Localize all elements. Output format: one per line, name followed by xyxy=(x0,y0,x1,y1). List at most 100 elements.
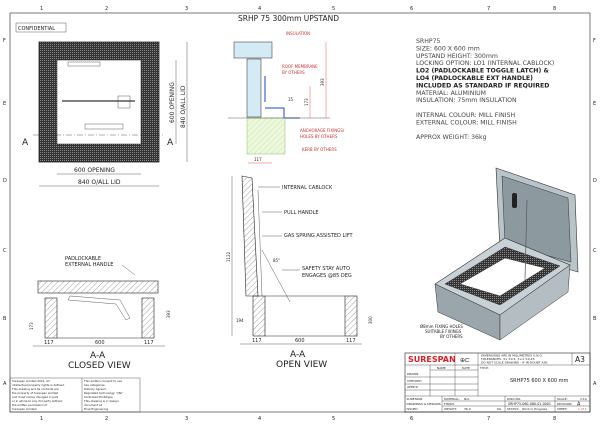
column-marker: 2 xyxy=(105,416,108,422)
plan-view: A A 600 OPENING 840 O/ALL LID 600 OPENIN… xyxy=(22,41,188,187)
column-markers-bottom: 1 2 3 4 5 6 7 8 xyxy=(40,416,556,422)
spec-line: MATERIAL: ALUMINIUM xyxy=(416,90,486,97)
open-view-title: A-A xyxy=(290,350,306,360)
open-view-subtitle: OPEN VIEW xyxy=(276,360,327,370)
material-label: MATERIAL: xyxy=(444,397,460,401)
weight-value: 36.0 xyxy=(464,407,471,411)
brand-logo: SURESPAN xyxy=(408,355,456,364)
dim-opening-width: 600 OPENING xyxy=(74,167,115,174)
row-marker: F xyxy=(593,38,596,44)
open-section-view: INTERNAL CABLOCK PULL HANDLE GAS SPRING … xyxy=(226,175,373,370)
column-marker: 7 xyxy=(487,416,490,422)
dim-117-left: 117 xyxy=(252,338,262,344)
tolerance-note: TOLERANCES: ±x ±0.5, ±x.x ±0.25 xyxy=(480,357,535,361)
row-marker: E xyxy=(3,101,6,107)
closed-view-title: A-A xyxy=(90,351,106,361)
column-marker: 5 xyxy=(332,6,335,12)
dim-overall-height: 840 O/ALL LID xyxy=(180,85,187,128)
dwg-no-label: DWG NO. xyxy=(507,397,521,401)
confidential-label: CONFIDENTIAL xyxy=(18,26,55,32)
tolerance-note: DO NOT SCALE DRAWING - IF IN DOUBT ASK xyxy=(481,361,548,365)
revision-value: A xyxy=(577,402,581,408)
column-marker: 5 xyxy=(332,416,335,422)
row-marker: D xyxy=(3,178,7,184)
dim-1122: 1122 xyxy=(226,251,231,262)
dim-overall-width: 840 O/ALL LID xyxy=(78,179,121,186)
column-marker: 8 xyxy=(553,6,556,12)
spec-line: UPSTAND HEIGHT: 300mm xyxy=(416,53,498,60)
legal-line: This drawing is in design xyxy=(83,399,119,403)
column-marker: 3 xyxy=(185,6,188,12)
scale-value: 1:10 xyxy=(580,397,587,401)
column-marker: 1 xyxy=(40,416,43,422)
scale-label: SCALE: xyxy=(557,397,568,401)
col-name: NAME xyxy=(437,366,446,370)
upstand-detail: SRHP 75 300mm UPSTAND INSULATION ROOF ME… xyxy=(228,14,345,164)
spec-line: LO2 (PADLOCKABLE TOGGLE LATCH) & xyxy=(416,68,549,75)
column-marker: 3 xyxy=(185,416,188,422)
finish-label: FINISH: xyxy=(444,402,455,406)
roof-membrane-label: BY OTHERS xyxy=(282,70,305,75)
weight-label: WEIGHT: xyxy=(444,407,457,411)
drawing-title: SRHP75 600 X 600 mm xyxy=(510,378,569,384)
legal-line: This drawing and its contents are xyxy=(11,387,59,391)
closed-view-subtitle: CLOSED VIEW xyxy=(68,361,131,371)
status-label: STATUS: xyxy=(507,407,519,411)
dwg-no: SRHP75-060-060-01-0001 xyxy=(508,402,551,406)
angle-label: 85° xyxy=(273,258,280,263)
kerb-label: KERB BY OTHERS xyxy=(302,147,337,152)
legal-line: Controlled Prototype xyxy=(84,395,113,399)
row-marker: C xyxy=(3,248,7,254)
dim-393: 393 xyxy=(320,78,325,86)
dim-600: 600 xyxy=(295,338,305,344)
closed-section-view: PADLOCKABLE EXTERNAL HANDLE 117 600 117 … xyxy=(29,256,171,371)
section-marker: A xyxy=(167,138,174,148)
safety-stay-label: ENGAGES @85 DEG xyxy=(302,273,352,279)
col-date: DATE xyxy=(462,366,470,370)
handle-label: PADLOCKABLE xyxy=(65,256,101,262)
column-marker: 4 xyxy=(258,6,261,12)
legal-line: or in whole to any 3rd party without xyxy=(12,399,63,403)
handle-label: EXTERNAL HANDLE xyxy=(65,262,113,268)
spec-line: INSULATION: 75mm INSULATION xyxy=(416,97,517,104)
column-marker: 8 xyxy=(553,416,556,422)
isometric-view: Ø8mm FIXING HOLES SUITABLE FIXINGS BY OT… xyxy=(420,167,579,341)
column-marker: 2 xyxy=(105,6,108,12)
row-marker: C xyxy=(593,248,597,254)
row-marker: F xyxy=(3,38,6,44)
confidential-stamp: CONFIDENTIAL xyxy=(15,22,67,33)
column-marker: 7 xyxy=(487,6,490,12)
legal-line: intellectual property rights is defined. xyxy=(12,383,65,387)
legal-line: has categories: xyxy=(84,383,105,387)
column-marker: 1 xyxy=(40,6,43,12)
fixing-holes-label: SUITABLE FIXINGS xyxy=(425,329,462,334)
drawing-frame: 1 2 3 4 5 6 7 8 1 2 3 4 5 6 7 8 F E D C … xyxy=(3,6,597,422)
company-line: SURESPAN xyxy=(407,397,423,401)
spec-line: INTERNAL COLOUR: MILL FINISH xyxy=(416,112,515,119)
toggle-latch xyxy=(84,123,124,130)
column-marker: 6 xyxy=(410,6,413,12)
spec-line: LOCKING OPTION: LO1 (INTERNAL CABLOCK) xyxy=(416,60,554,67)
status-value: Work in Progress xyxy=(522,407,547,411)
spec-line: EXTERNAL COLOUR: MILL FINISH xyxy=(416,119,517,126)
legal-line: and must not be divulged in part xyxy=(12,395,59,399)
column-marker: 4 xyxy=(258,416,261,422)
row-marker: E xyxy=(593,101,596,107)
section-marker: A xyxy=(22,138,29,148)
row-checked: CHECKED xyxy=(407,379,422,383)
anchorage-label: ANCHORAGE FIXINGS/ xyxy=(300,128,345,133)
company-line: DRAWINGS & DESIGNS xyxy=(407,402,441,406)
internal-cablock-label: INTERNAL CABLOCK xyxy=(282,185,333,191)
projection-icon: ⊕⊏ xyxy=(460,357,470,364)
dim-600: 600 xyxy=(95,340,105,346)
dim-117-left: 117 xyxy=(44,340,54,346)
row-marker: B xyxy=(3,316,7,322)
dim-117-right: 117 xyxy=(144,340,154,346)
company-line: ISSUED xyxy=(407,407,419,411)
material-value: N/A xyxy=(464,397,470,401)
legal-line: document at xyxy=(84,403,103,407)
column-marker: 6 xyxy=(410,416,413,422)
